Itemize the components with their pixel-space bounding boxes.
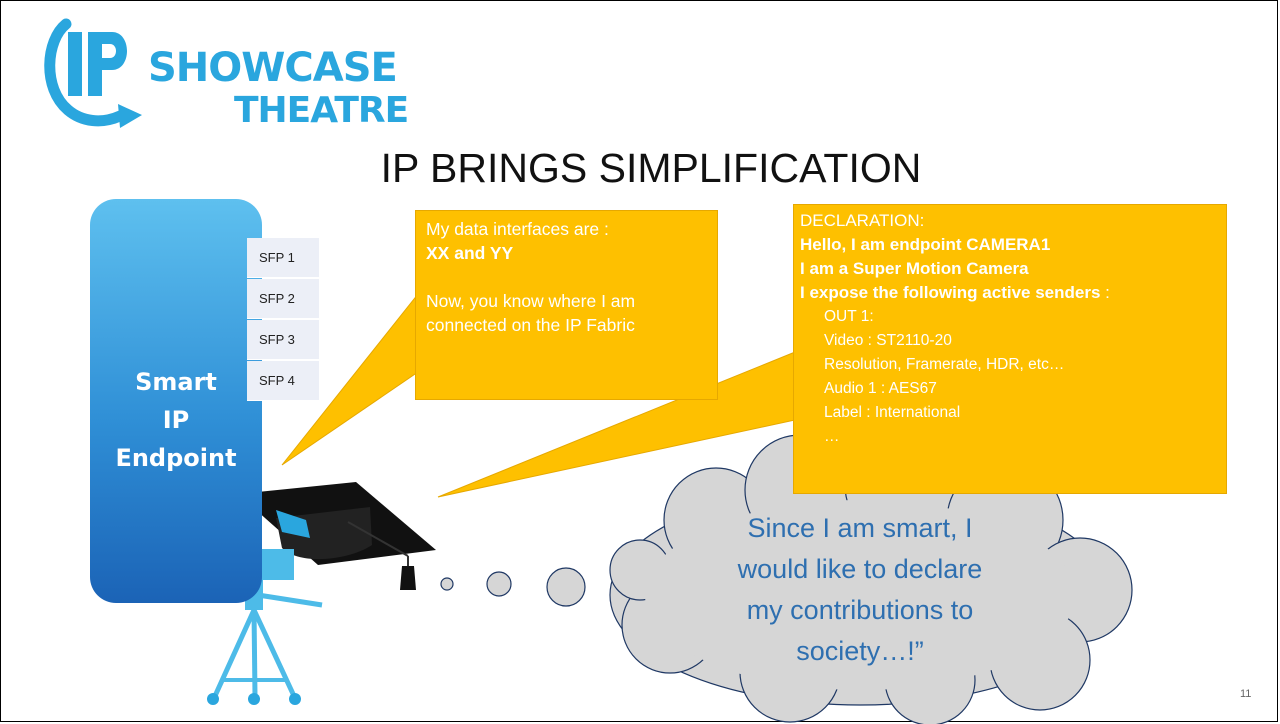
declaration-line: Hello, I am endpoint CAMERA1 bbox=[800, 235, 1051, 254]
sfp-port-4: SFP 4 bbox=[247, 361, 319, 401]
interfaces-speech-bubble: My data interfaces are : XX and YY Now, … bbox=[415, 210, 718, 400]
sfp-port-3: SFP 3 bbox=[247, 320, 319, 360]
declaration-detail: OUT 1: bbox=[824, 308, 874, 325]
declaration-detail: Audio 1 : AES67 bbox=[824, 380, 937, 397]
thought-line: Since I am smart, I bbox=[747, 513, 973, 543]
sfp-port-2: SFP 2 bbox=[247, 279, 319, 319]
declaration-speech-bubble: DECLARATION: Hello, I am endpoint CAMERA… bbox=[793, 204, 1227, 494]
thought-dot-large bbox=[546, 567, 586, 607]
sfp-port-1: SFP 1 bbox=[247, 238, 319, 278]
declaration-heading: DECLARATION: bbox=[800, 211, 925, 230]
device-label: Smart IP Endpoint bbox=[90, 363, 262, 477]
ip-logo-mark bbox=[44, 18, 142, 128]
thought-dot-small bbox=[440, 577, 454, 591]
declaration-detail: Video : ST2110-20 bbox=[824, 332, 952, 349]
smart-ip-endpoint-device: Smart IP Endpoint bbox=[90, 199, 262, 603]
ip-showcase-theatre-logo: SHOWCASE THEATRE bbox=[38, 18, 418, 133]
thought-line: my contributions to bbox=[746, 595, 974, 625]
declaration-colon: : bbox=[1100, 283, 1110, 302]
thought-cloud-text: Since I am smart, I would like to declar… bbox=[690, 508, 1030, 672]
bubble-text-line: My data interfaces are : bbox=[426, 219, 609, 239]
bubble-text-interfaces: XX and YY bbox=[426, 243, 514, 263]
thought-cloud-fill bbox=[645, 500, 1075, 690]
thought-line: society…!” bbox=[796, 636, 924, 666]
declaration-line: I expose the following active senders : bbox=[800, 281, 1220, 305]
thought-line: would like to declare bbox=[737, 554, 983, 584]
thought-dot-medium bbox=[486, 571, 512, 597]
declaration-detail: Resolution, Framerate, HDR, etc… bbox=[824, 356, 1065, 373]
bubble-text-line: connected on the IP Fabric bbox=[426, 315, 635, 335]
bubble-text-line: Now, you know where I am bbox=[426, 291, 636, 311]
declaration-senders-label: I expose the following active senders bbox=[800, 283, 1101, 302]
page-number: 11 bbox=[1240, 688, 1252, 700]
declaration-detail: … bbox=[824, 428, 840, 445]
declaration-detail: Label : International bbox=[824, 404, 961, 421]
slide-title: IP BRINGS SIMPLIFICATION bbox=[380, 145, 922, 191]
device-label-line: Endpoint bbox=[115, 444, 237, 472]
logo-word-showcase: SHOWCASE bbox=[148, 45, 398, 91]
logo-word-theatre: THEATRE bbox=[234, 90, 409, 131]
device-label-line: IP bbox=[162, 406, 190, 434]
declaration-line: I am a Super Motion Camera bbox=[800, 259, 1029, 278]
device-label-line: Smart bbox=[135, 368, 217, 396]
